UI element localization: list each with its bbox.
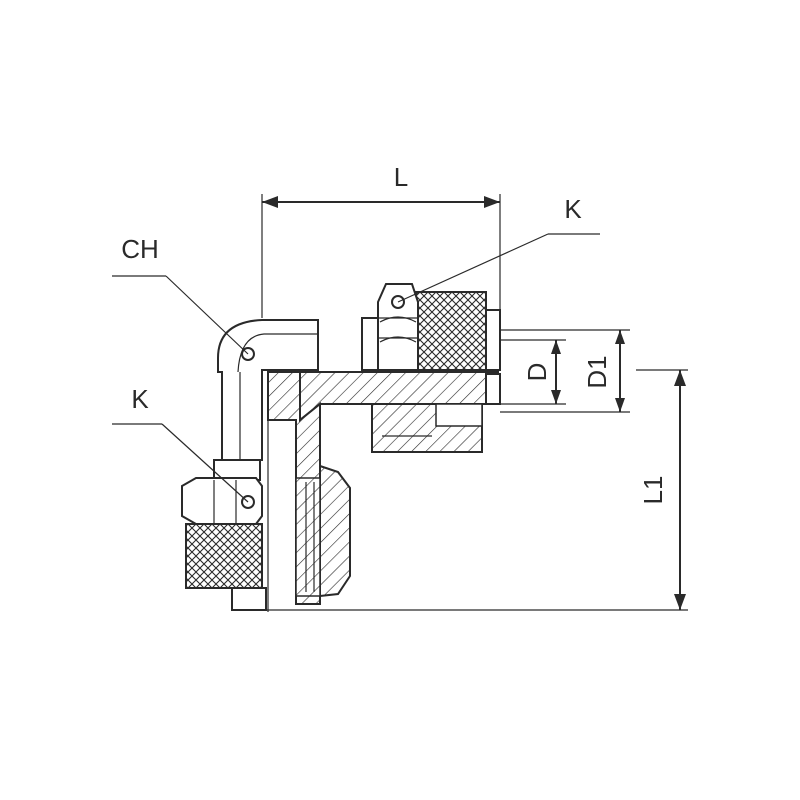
label-D: D [522,363,552,382]
label-K-top: K [564,194,582,224]
leader-K-top: K [397,194,600,303]
dimension-D: D [500,339,566,405]
vertical-body-section [267,371,351,605]
label-D1: D1 [582,355,612,388]
dimension-D1: D1 [500,329,630,413]
label-CH: CH [121,234,159,264]
horizontal-body-section [267,371,499,612]
dimension-L: L [261,162,501,318]
dimension-L1: L1 [266,369,688,611]
label-K-left: K [131,384,149,414]
leader-CH: CH [112,234,249,355]
label-L1: L1 [638,476,668,505]
leader-K-left: K [112,384,249,503]
label-L: L [394,162,408,192]
top-knurled-nut [361,283,501,405]
bottom-knurled-nut [181,459,267,611]
